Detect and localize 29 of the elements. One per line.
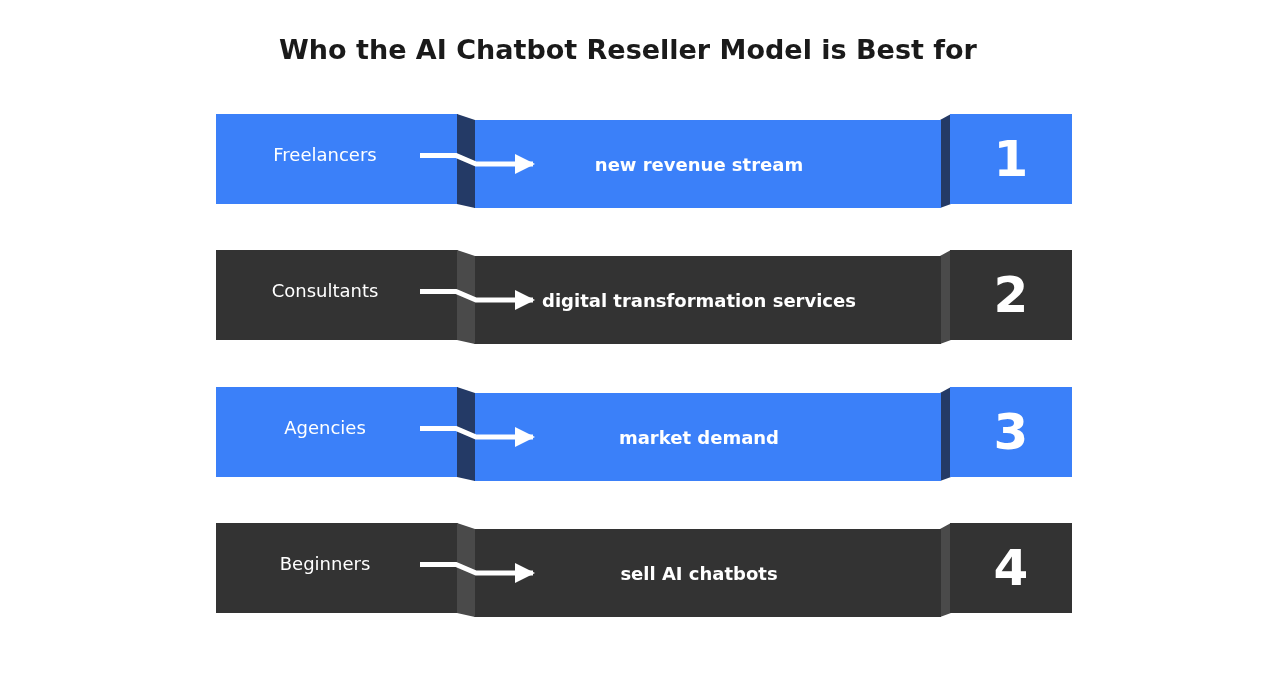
ribbon-segment bbox=[537, 529, 941, 617]
ribbon-segment bbox=[537, 120, 941, 208]
benefit-text: digital transformation services bbox=[542, 289, 856, 311]
ribbon-segment bbox=[216, 387, 420, 477]
benefit-text: new revenue stream bbox=[594, 153, 804, 175]
number-tab bbox=[950, 250, 1072, 340]
step-number: 2 bbox=[993, 266, 1029, 324]
benefit-text: market demand bbox=[618, 426, 779, 448]
arrow bbox=[420, 561, 535, 583]
audience-label: Beginners bbox=[279, 552, 371, 574]
number-tab bbox=[950, 523, 1072, 613]
audience-label: Consultants bbox=[271, 279, 379, 301]
ribbon-segment bbox=[216, 523, 420, 613]
arrow bbox=[420, 425, 535, 447]
ribbon-segment bbox=[216, 250, 420, 340]
step-number: 3 bbox=[993, 403, 1029, 461]
number-tab bbox=[950, 387, 1072, 477]
diagram-title: Who the AI Chatbot Reseller Model is Best for bbox=[278, 34, 978, 65]
step-number: 1 bbox=[993, 130, 1029, 188]
audience-label: Freelancers bbox=[273, 143, 377, 165]
arrow bbox=[420, 288, 535, 310]
benefit-text: sell AI chatbots bbox=[620, 562, 778, 584]
number-tab bbox=[950, 114, 1072, 204]
audience-label: Agencies bbox=[284, 416, 366, 438]
step-number: 4 bbox=[993, 539, 1029, 597]
ribbon-segment bbox=[537, 393, 941, 481]
ribbon-segment bbox=[537, 256, 941, 344]
arrow bbox=[420, 152, 535, 174]
ribbon-segment bbox=[216, 114, 420, 204]
